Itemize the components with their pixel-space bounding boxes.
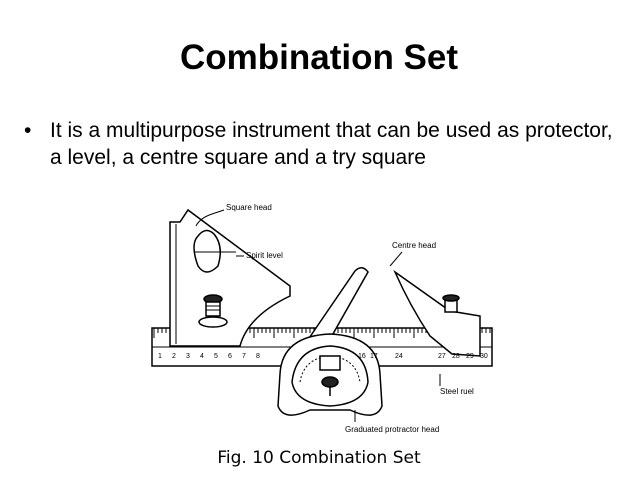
ruler-number: 24 xyxy=(395,353,403,360)
ruler-number: 30 xyxy=(480,353,488,360)
ruler-number: 27 xyxy=(438,353,446,360)
ruler-number: 8 xyxy=(256,353,260,360)
label-square-head: Square head xyxy=(226,203,272,212)
label-protractor-head: Graduated protractor head xyxy=(345,425,439,434)
label-spirit-level: Spirit level xyxy=(246,251,283,260)
centre-head xyxy=(393,269,481,357)
bullet-marker: • xyxy=(24,119,32,142)
ruler-number: 28 xyxy=(452,353,460,360)
ruler-number: 5 xyxy=(214,353,218,360)
ruler-number: 4 xyxy=(200,353,204,360)
bullet-text: It is a multipurpose instrument that can… xyxy=(50,119,613,169)
ruler-number: 17 xyxy=(370,353,378,360)
ruler-number: 7 xyxy=(242,353,246,360)
protractor-head xyxy=(277,333,383,416)
label-centre-head: Centre head xyxy=(392,241,436,250)
spirit-level xyxy=(193,229,221,273)
combination-set-figure: 1 2 3 4 5 6 7 8 16 17 24 27 28 29 30 Square head Spir… xyxy=(151,203,493,434)
ruler-number: 2 xyxy=(172,353,176,360)
ruler-number: 3 xyxy=(186,353,190,360)
ruler-number: 1 xyxy=(158,353,162,360)
figure-caption: Fig. 10 Combination Set xyxy=(217,448,421,468)
ruler-number: 16 xyxy=(358,353,366,360)
centre-head-screw xyxy=(442,294,460,313)
label-steel-rule: Steel ruel xyxy=(440,387,474,396)
square-head xyxy=(169,208,291,347)
ruler-number: 6 xyxy=(228,353,232,360)
ruler-number: 29 xyxy=(466,353,474,360)
slide-title: Combination Set xyxy=(179,38,459,77)
square-head-screw xyxy=(198,294,228,328)
